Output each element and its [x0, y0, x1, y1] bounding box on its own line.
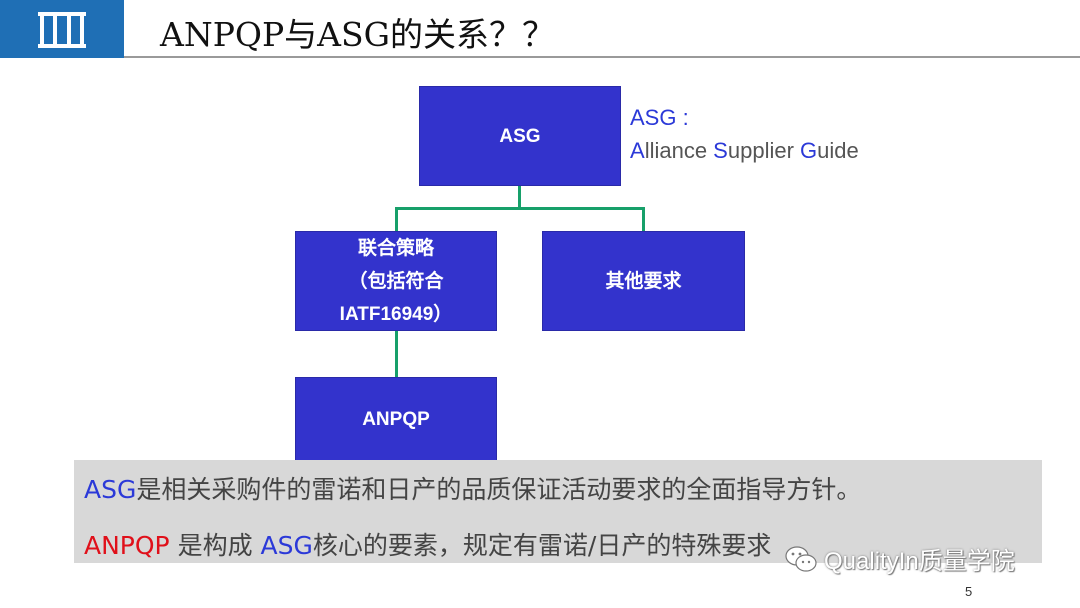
connector-joint-to-anpqp [395, 330, 398, 378]
title-bar [124, 0, 1080, 58]
asg-box: ASG [419, 86, 621, 186]
watermark: QualityIn质量学院 [784, 541, 1015, 576]
asg-note-s-rest: upplier [727, 138, 801, 163]
watermark-text: QualityIn质量学院 [824, 548, 1015, 575]
caption-asg-2: ASG [260, 531, 313, 560]
asg-box-label: ASG [499, 125, 541, 147]
caption-line1-text: 是相关采购件的雷诺和日产的品质保证活动要求的全面指导方针。 [136, 475, 862, 504]
joint-box-line1: 联合策略 [357, 237, 434, 259]
anpqp-box-label: ANPQP [362, 408, 430, 430]
asg-note-g: G [800, 138, 818, 163]
page-number: 5 [965, 584, 973, 599]
anpqp-box: ANPQP [295, 377, 497, 461]
connector-asg-down [518, 185, 521, 209]
asg-note-s: S [713, 138, 728, 163]
caption-line2-mid: 是构成 [169, 531, 261, 560]
asg-note-a-rest: lliance [644, 138, 714, 163]
title-divider [124, 56, 1080, 58]
page-title: ANPQP与ASG的关系？？ [160, 15, 555, 54]
logo [0, 0, 124, 58]
caption-anpqp: ANPQP [84, 531, 170, 560]
building-columns-icon [38, 12, 86, 48]
joint-box-line3: IATF16949） [339, 303, 453, 325]
asg-note-a: A [630, 138, 645, 163]
caption-asg: ASG [84, 475, 137, 504]
asg-note-full-name: Alliance Supplier Guide [630, 134, 859, 167]
caption-line-1: ASG是相关采购件的雷诺和日产的品质保证活动要求的全面指导方针。 [84, 470, 861, 506]
asg-note-heading: ASG : [630, 105, 689, 130]
asg-note-g-rest: uide [817, 138, 859, 163]
other-box-label: 其他要求 [605, 270, 682, 292]
connector-to-joint [395, 207, 398, 232]
caption-box [74, 460, 1042, 563]
asg-note: ASG : Alliance Supplier Guide [630, 101, 859, 167]
caption-line-2: ANPQP 是构成 ASG核心的要素，规定有雷诺/日产的特殊要求 [84, 526, 771, 562]
connector-to-other [642, 207, 645, 232]
wechat-icon [785, 545, 817, 572]
caption-line2-rest: 核心的要素，规定有雷诺/日产的特殊要求 [312, 531, 772, 560]
joint-strategy-box: 联合策略 （包括符合 IATF16949） [295, 231, 497, 331]
joint-box-line2: （包括符合 [348, 270, 444, 292]
other-requirements-box: 其他要求 [542, 231, 745, 331]
connector-horizontal [395, 207, 645, 210]
